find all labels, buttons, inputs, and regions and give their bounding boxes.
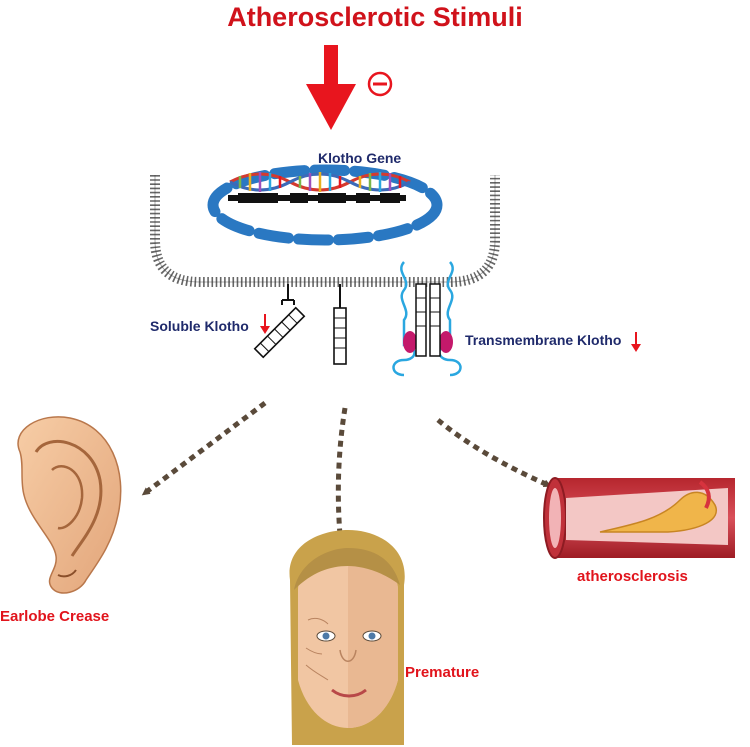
stimulus-arrow — [306, 45, 356, 130]
artery-illustration — [543, 477, 735, 559]
face-illustration — [289, 530, 405, 745]
premature-label: Premature — [405, 664, 480, 681]
earlobe-crease-label: Earlobe Crease — [0, 608, 110, 625]
atherosclerosis-label: atherosclerosis — [577, 568, 688, 585]
cell-membrane — [150, 175, 500, 287]
arrow-to-earlobe — [141, 401, 267, 496]
nucleus — [207, 164, 443, 246]
dna-helix-icon — [228, 172, 411, 203]
soluble-decrease-arrow — [260, 314, 270, 334]
title: Atherosclerotic Stimuli — [227, 2, 523, 32]
transmembrane-klotho-label: Transmembrane Klotho — [465, 332, 622, 348]
transmembrane-decrease-arrow — [631, 332, 641, 352]
arrow-to-artery — [436, 418, 552, 488]
klotho-gene-label: Klotho Gene — [318, 150, 402, 166]
dotted-arrows — [141, 401, 552, 539]
arrow-to-face — [335, 407, 348, 539]
ear-illustration — [17, 416, 122, 594]
inhibit-icon — [367, 71, 393, 97]
soluble-klotho-icon — [253, 284, 347, 365]
transmembrane-klotho-icon — [392, 261, 462, 377]
soluble-klotho-label: Soluble Klotho — [150, 318, 249, 334]
